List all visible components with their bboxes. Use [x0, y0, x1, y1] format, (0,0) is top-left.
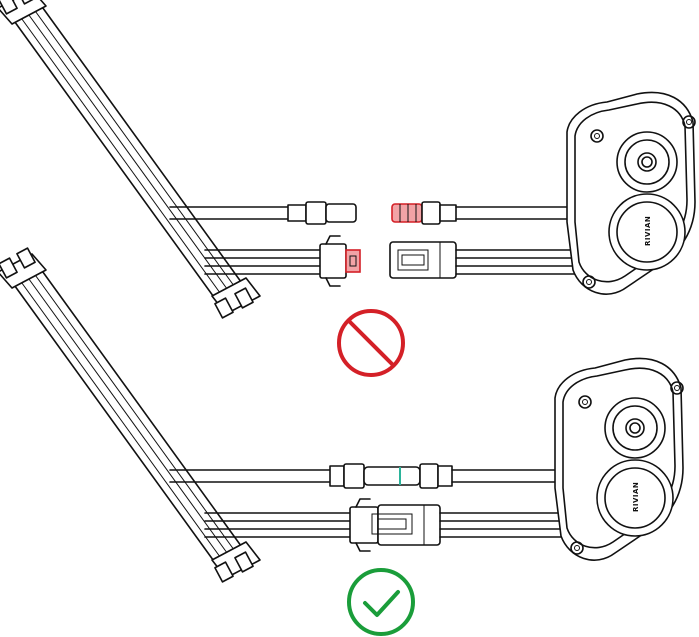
- correct-scene: RIVIAN: [0, 247, 684, 636]
- wrong-connector-highlight: [345, 249, 361, 273]
- motor-top: [566, 91, 696, 295]
- wrong-scene: RIVIAN: [0, 0, 696, 377]
- single-cable-bottom: [169, 463, 563, 489]
- motor-bottom: [554, 357, 684, 561]
- prohibited-icon: [337, 309, 405, 377]
- single-cable-top: [169, 201, 573, 225]
- triple-cable-top: [204, 235, 576, 287]
- triple-cable-bottom: [204, 498, 567, 552]
- motor-brand-top: RIVIAN: [644, 216, 652, 246]
- wrong-plug-highlight: [391, 203, 423, 223]
- motor-brand-bottom: RIVIAN: [632, 482, 640, 512]
- checkmark-icon: [347, 568, 415, 636]
